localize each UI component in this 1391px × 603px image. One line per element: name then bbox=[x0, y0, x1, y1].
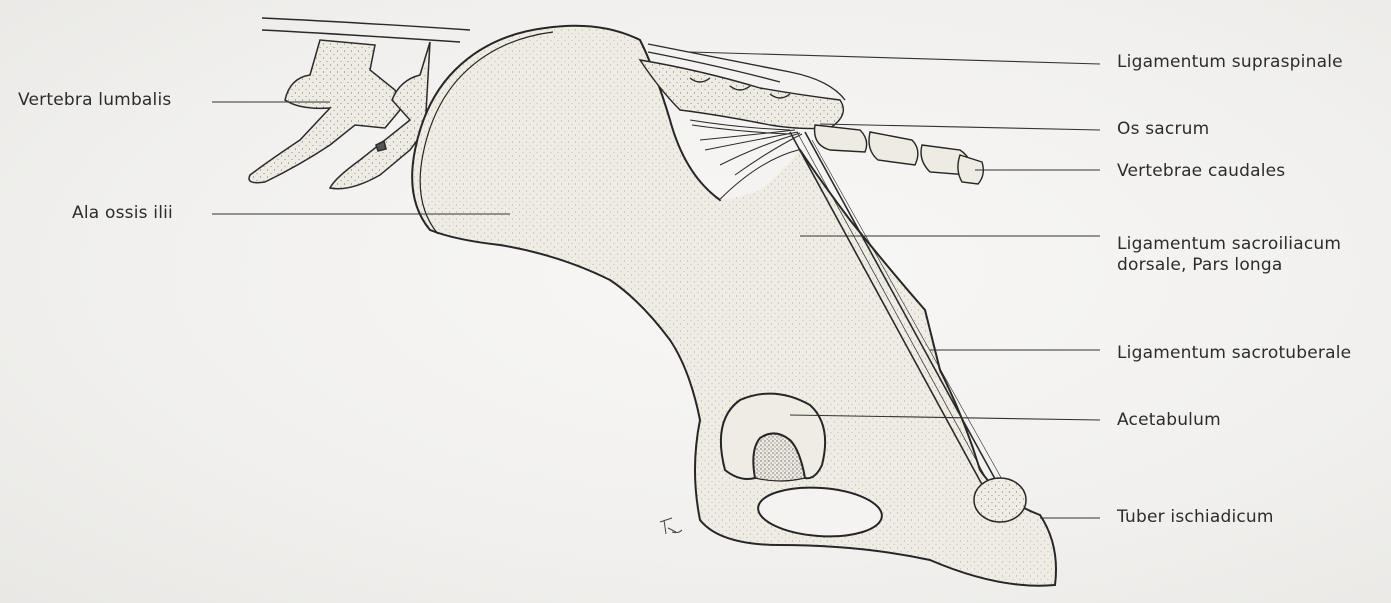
label-lig-sacroiliacum-line1: Ligamentum sacroiliacum bbox=[1117, 234, 1341, 255]
artist-monogram bbox=[660, 518, 682, 534]
label-ala-ossis-ilii: Ala ossis ilii bbox=[72, 203, 173, 224]
label-os-sacrum: Os sacrum bbox=[1117, 119, 1209, 140]
label-lig-sacrotuberale: Ligamentum sacrotuberale bbox=[1117, 343, 1351, 364]
label-lig-sacroiliacum-line2: dorsale, Pars longa bbox=[1117, 255, 1283, 276]
label-tuber-ischiadicum: Tuber ischiadicum bbox=[1117, 507, 1274, 528]
vertebrae-caudales-shape bbox=[815, 125, 984, 184]
label-acetabulum: Acetabulum bbox=[1117, 410, 1221, 431]
label-vertebrae-caudales: Vertebrae caudales bbox=[1117, 161, 1285, 182]
label-vertebra-lumbalis: Vertebra lumbalis bbox=[18, 90, 171, 111]
acetabulum-shape bbox=[721, 394, 825, 481]
vertebra-lumbalis-shape bbox=[249, 40, 430, 189]
tuber-ischiadicum-shape bbox=[974, 478, 1026, 522]
label-lig-supraspinale: Ligamentum supraspinale bbox=[1117, 52, 1343, 73]
